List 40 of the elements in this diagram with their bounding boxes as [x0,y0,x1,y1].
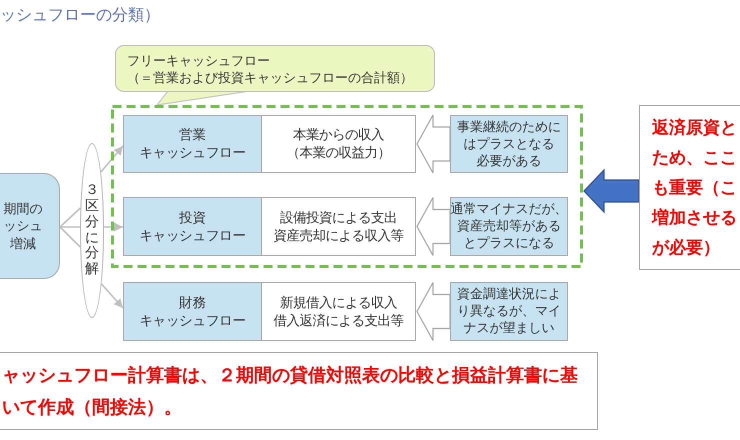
description-text: 本業からの収入（本業の収益力） [286,126,390,162]
vertical-label: ３区分に分解 [85,183,99,278]
arrow [100,145,124,173]
description-text: 借入返済による支出等 [274,312,404,330]
box-label: 期間のッシュ増減 [4,200,42,252]
block-arrow [416,114,451,174]
bubble-text: フリーキャッシュフロー [127,52,270,68]
category-label: 投資キャッシュフロー [139,208,246,244]
note-box [0,352,598,430]
category-label: 財務キャッシュフロー [139,294,246,330]
arrow [104,222,123,232]
description-box [261,282,416,341]
rounded-box [0,173,60,279]
page-title: ッシュフローの分類） [0,6,160,26]
connector-line [60,226,80,228]
arrow [100,283,124,309]
callout-box [450,282,568,341]
category-box [123,115,262,173]
bubble-text: （＝営業および投資キャッシュフローの合計額） [127,68,413,86]
dashed-group-box [111,105,583,268]
note-text: 資金調達状況により異なるが、マイナスが望ましい [457,286,561,337]
category-box [123,197,262,256]
block-arrow [416,196,451,256]
description-box [261,115,416,173]
block-arrow [583,168,640,214]
note-text: 返済原資とため、ここも重要（こ増加させるが必要） [652,116,737,258]
description-text: 資産売却による収入等 [274,226,404,244]
note-text: ャッシュフロー計算書は、２期間の貸借対照表の比較と損益計算書に基いて作成（間接法）。 [2,364,578,419]
note-box [639,105,740,270]
description-text: 新規借入による収入 [280,294,397,312]
category-box [123,282,262,341]
description-text: 設備投資による支出 [280,208,397,226]
description-box [261,197,416,256]
category-label: 営業キャッシュフロー [139,126,246,162]
note-text: 事業継続のためにはプラスとなる必要がある [457,118,561,170]
block-arrow [416,282,451,342]
callout-box [450,115,568,173]
connector-line [59,226,81,248]
note-text: 通常マイナスだが、資産売却等があるとプラスになる [450,201,568,252]
connector-line [59,207,81,228]
